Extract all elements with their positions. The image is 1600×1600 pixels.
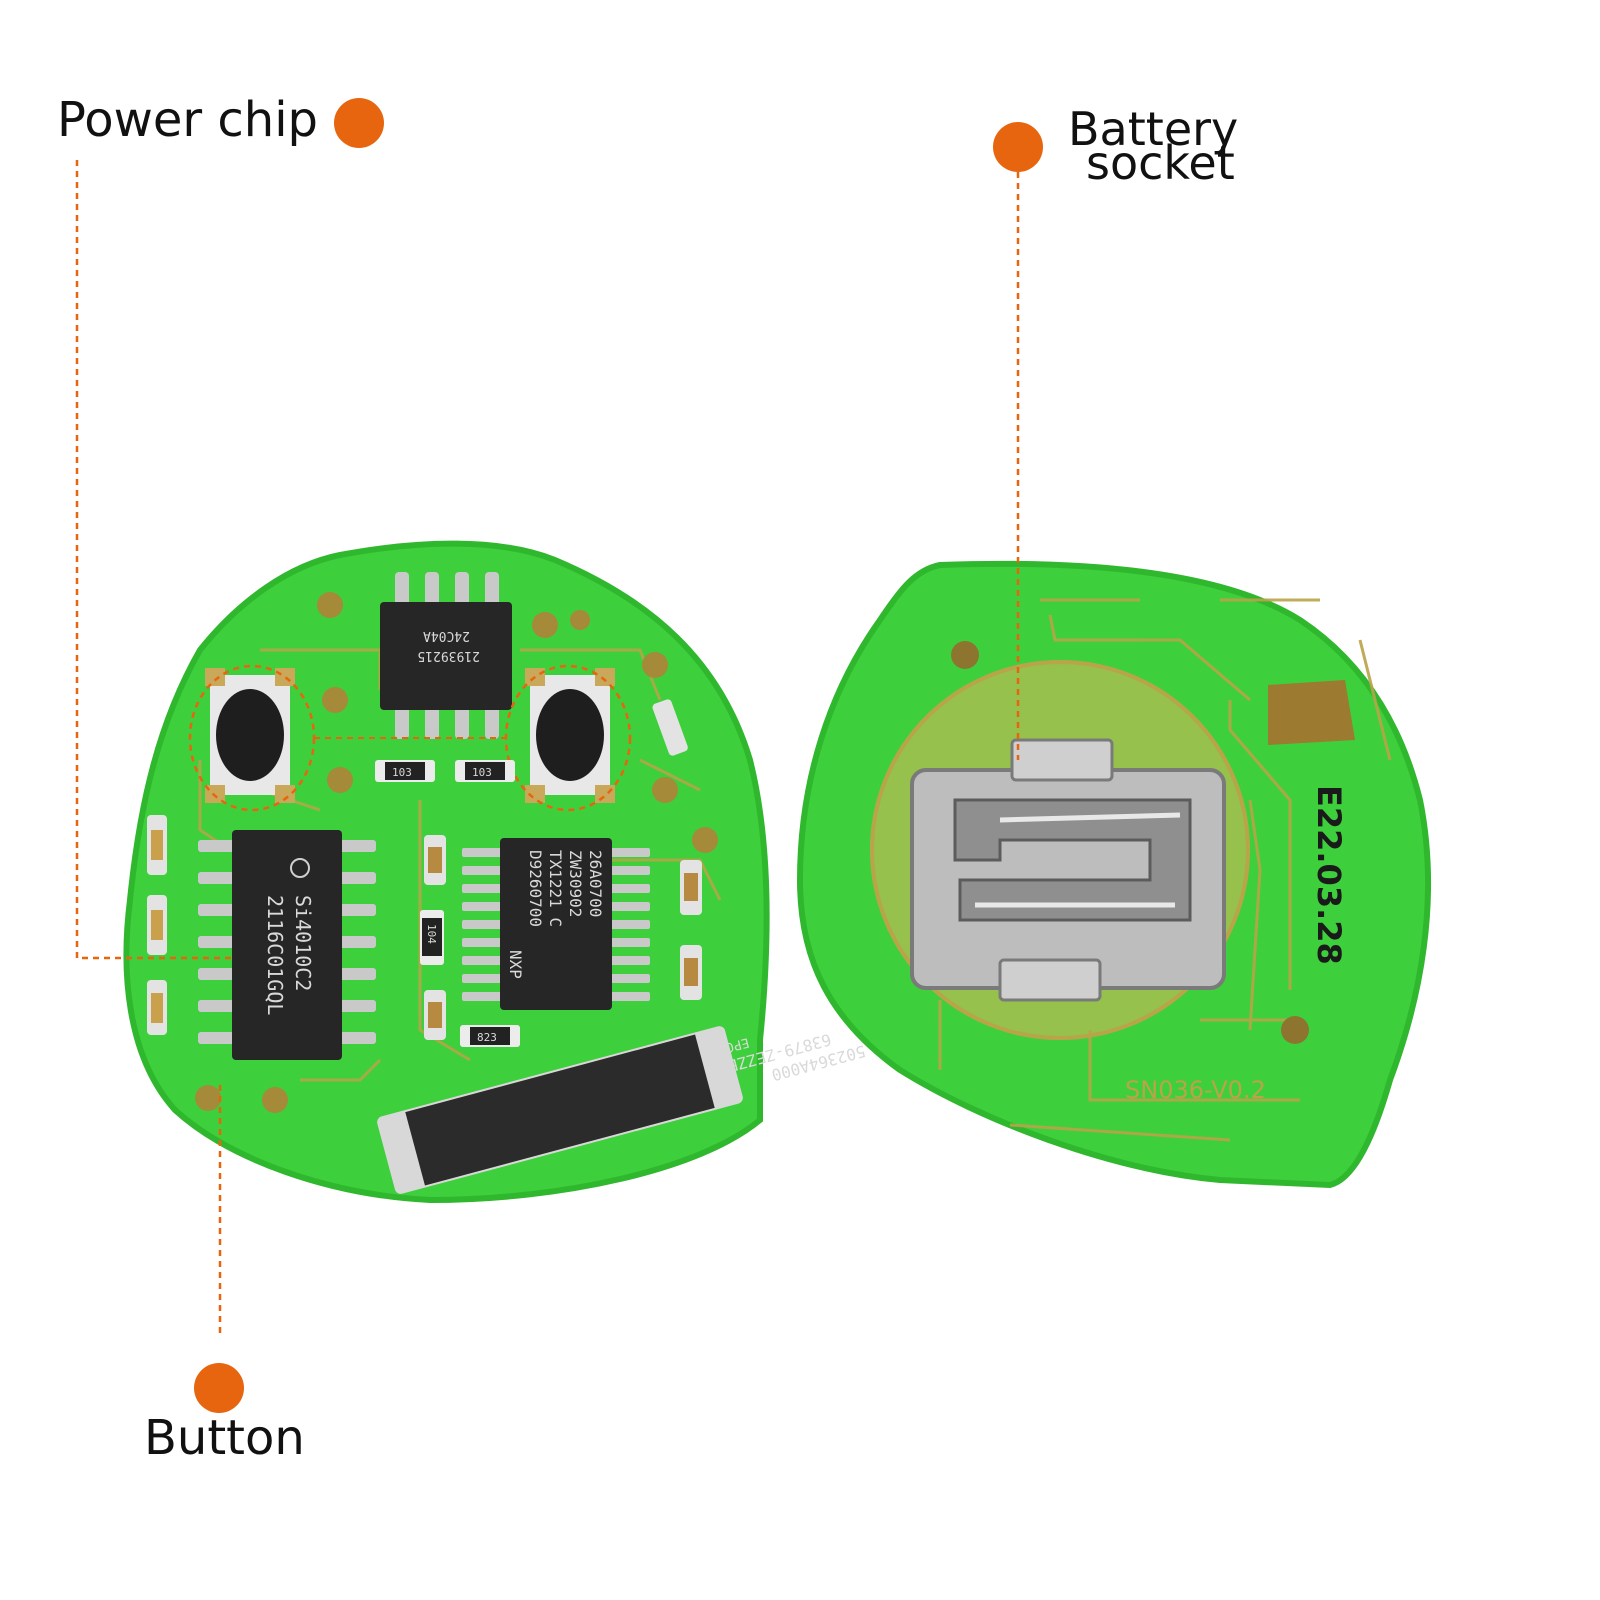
battery-socket-label-2: socket <box>1086 136 1235 190</box>
resistor-823: 823 <box>460 1025 520 1047</box>
svg-text:104: 104 <box>425 924 438 944</box>
svg-text:ZW30902: ZW30902 <box>566 850 585 917</box>
front-pcb: 24C04A 21939215 103 103 <box>123 540 938 1204</box>
svg-text:TX1221 C: TX1221 C <box>546 850 565 927</box>
tactile-button-right <box>525 668 615 803</box>
power-chip-marking-1: Si4010C2 <box>291 895 315 991</box>
resistor-103-a: 103 <box>375 760 435 782</box>
tactile-button-left <box>205 668 295 803</box>
battery-socket-marker <box>993 122 1043 172</box>
svg-text:103: 103 <box>392 766 412 779</box>
resistor-104: 104 <box>420 910 444 965</box>
button-marker <box>194 1363 244 1413</box>
power-chip-marker <box>334 98 384 148</box>
callout-lines <box>75 160 1020 1338</box>
svg-text:D9260700: D9260700 <box>526 850 545 927</box>
date-code: E22.03.28 <box>1310 785 1348 965</box>
saw-resonator: EPCOS 63879-ZEZZE 502364A000 1204 <box>377 1026 938 1194</box>
svg-text:103: 103 <box>472 766 492 779</box>
nxp-transponder-chip: 26A0700 ZW30902 TX1221 C D9260700 NXP <box>462 838 650 1010</box>
svg-text:823: 823 <box>477 1031 497 1044</box>
eeprom-chip: 24C04A 21939215 <box>380 572 512 739</box>
power-chip: Si4010C2 2116C01GQL <box>198 830 376 1060</box>
resistor-103-b: 103 <box>455 760 515 782</box>
power-chip-marking-2: 2116C01GQL <box>263 895 287 1015</box>
board-version: SN036-V0.2 <box>1125 1076 1266 1104</box>
svg-text:NXP: NXP <box>506 950 525 979</box>
svg-text:26A0700: 26A0700 <box>586 850 605 917</box>
eeprom-marking-1: 24C04A <box>423 628 470 643</box>
battery-socket-label-1: Battery <box>1068 102 1239 156</box>
button-label: Button <box>144 1410 305 1466</box>
power-chip-label: Power chip <box>57 92 318 148</box>
eeprom-marking-2: 21939215 <box>417 648 480 663</box>
battery-clip <box>910 738 1226 1002</box>
back-pcb: E22.03.28 SN036-V0.2 <box>796 560 1432 1189</box>
